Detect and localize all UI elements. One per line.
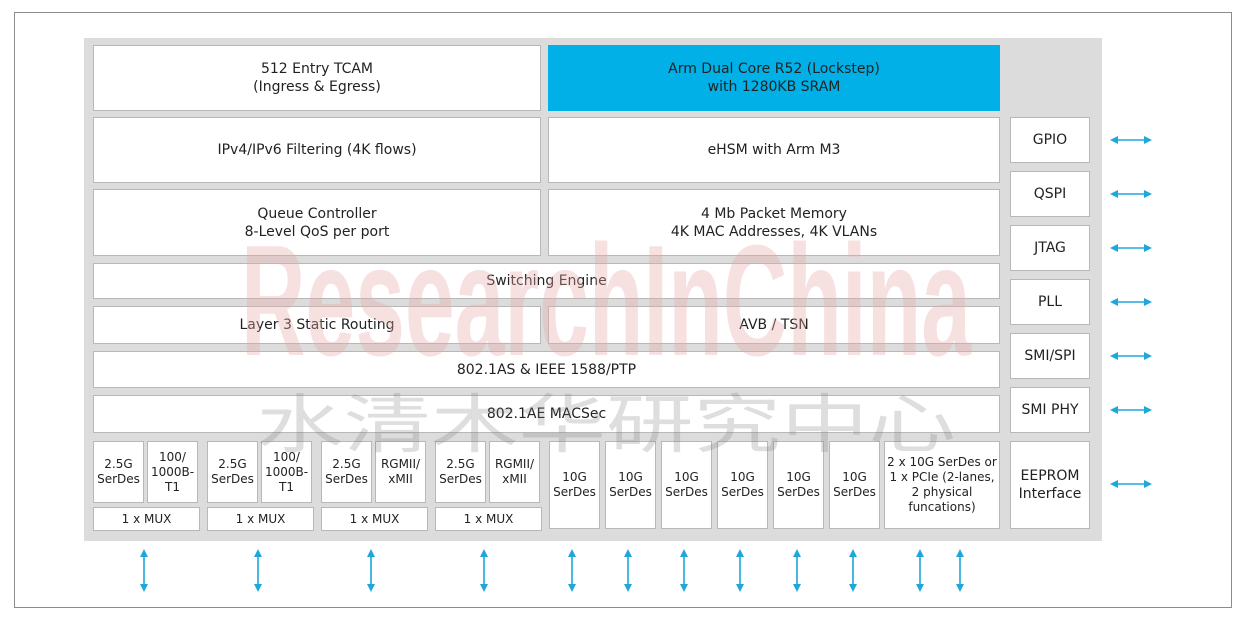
port-serdes-25g: 2.5G SerDes bbox=[207, 441, 258, 503]
pcie-serdes-block: 2 x 10G SerDes or 1 x PCIe (2-lanes, 2 p… bbox=[884, 441, 1000, 529]
ptp-block: 802.1AS & IEEE 1588/PTP bbox=[93, 351, 1000, 388]
ipv-filtering-block: IPv4/IPv6 Filtering (4K flows) bbox=[93, 117, 541, 183]
gpio-block: GPIO bbox=[1010, 117, 1090, 163]
queue-controller-block: Queue Controller 8-Level QoS per port bbox=[93, 189, 541, 256]
serdes-10g: 10G SerDes bbox=[773, 441, 824, 529]
serdes-10g: 10G SerDes bbox=[717, 441, 768, 529]
port-io-arrow bbox=[480, 549, 488, 592]
port-phy: 100/ 1000B- T1 bbox=[147, 441, 198, 503]
smi-spi-block: SMI/SPI bbox=[1010, 333, 1090, 379]
port-io-arrow bbox=[956, 549, 964, 592]
side-io-arrow bbox=[1110, 298, 1152, 306]
serdes-10g: 10G SerDes bbox=[605, 441, 656, 529]
serdes-10g: 10G SerDes bbox=[549, 441, 600, 529]
l3-routing-block: Layer 3 Static Routing bbox=[93, 306, 541, 344]
side-io-arrow bbox=[1110, 352, 1152, 360]
mux-block: 1 x MUX bbox=[207, 507, 314, 531]
port-io-arrow bbox=[140, 549, 148, 592]
side-io-arrow bbox=[1110, 136, 1152, 144]
port-io-arrow bbox=[367, 549, 375, 592]
port-io-arrow bbox=[624, 549, 632, 592]
ehsm-block: eHSM with Arm M3 bbox=[548, 117, 1000, 183]
port-io-arrow bbox=[254, 549, 262, 592]
port-serdes-25g: 2.5G SerDes bbox=[93, 441, 144, 503]
port-io-arrow bbox=[568, 549, 576, 592]
port-io-arrow bbox=[736, 549, 744, 592]
jtag-block: JTAG bbox=[1010, 225, 1090, 271]
serdes-10g: 10G SerDes bbox=[829, 441, 880, 529]
side-io-arrow bbox=[1110, 480, 1152, 488]
tcam-block: 512 Entry TCAM (Ingress & Egress) bbox=[93, 45, 541, 111]
side-io-arrow bbox=[1110, 244, 1152, 252]
serdes-10g: 10G SerDes bbox=[661, 441, 712, 529]
avb-tsn-block: AVB / TSN bbox=[548, 306, 1000, 344]
side-io-arrow bbox=[1110, 190, 1152, 198]
port-serdes-25g: 2.5G SerDes bbox=[321, 441, 372, 503]
port-rgmii: RGMII/ xMII bbox=[489, 441, 540, 503]
mux-block: 1 x MUX bbox=[93, 507, 200, 531]
mux-block: 1 x MUX bbox=[435, 507, 542, 531]
port-rgmii: RGMII/ xMII bbox=[375, 441, 426, 503]
arm-r52-block: Arm Dual Core R52 (Lockstep) with 1280KB… bbox=[548, 45, 1000, 111]
pll-block: PLL bbox=[1010, 279, 1090, 325]
port-io-arrow bbox=[793, 549, 801, 592]
packet-memory-block: 4 Mb Packet Memory 4K MAC Addresses, 4K … bbox=[548, 189, 1000, 256]
eeprom-interface-block: EEPROM Interface bbox=[1010, 441, 1090, 529]
port-io-arrow bbox=[916, 549, 924, 592]
mux-block: 1 x MUX bbox=[321, 507, 428, 531]
switching-engine-block: Switching Engine bbox=[93, 263, 1000, 299]
port-phy: 100/ 1000B- T1 bbox=[261, 441, 312, 503]
diagram-frame bbox=[14, 12, 1232, 608]
side-io-arrow bbox=[1110, 406, 1152, 414]
smi-phy-block: SMI PHY bbox=[1010, 387, 1090, 433]
macsec-block: 802.1AE MACSec bbox=[93, 395, 1000, 433]
port-io-arrow bbox=[680, 549, 688, 592]
port-io-arrow bbox=[849, 549, 857, 592]
qspi-block: QSPI bbox=[1010, 171, 1090, 217]
port-serdes-25g: 2.5G SerDes bbox=[435, 441, 486, 503]
